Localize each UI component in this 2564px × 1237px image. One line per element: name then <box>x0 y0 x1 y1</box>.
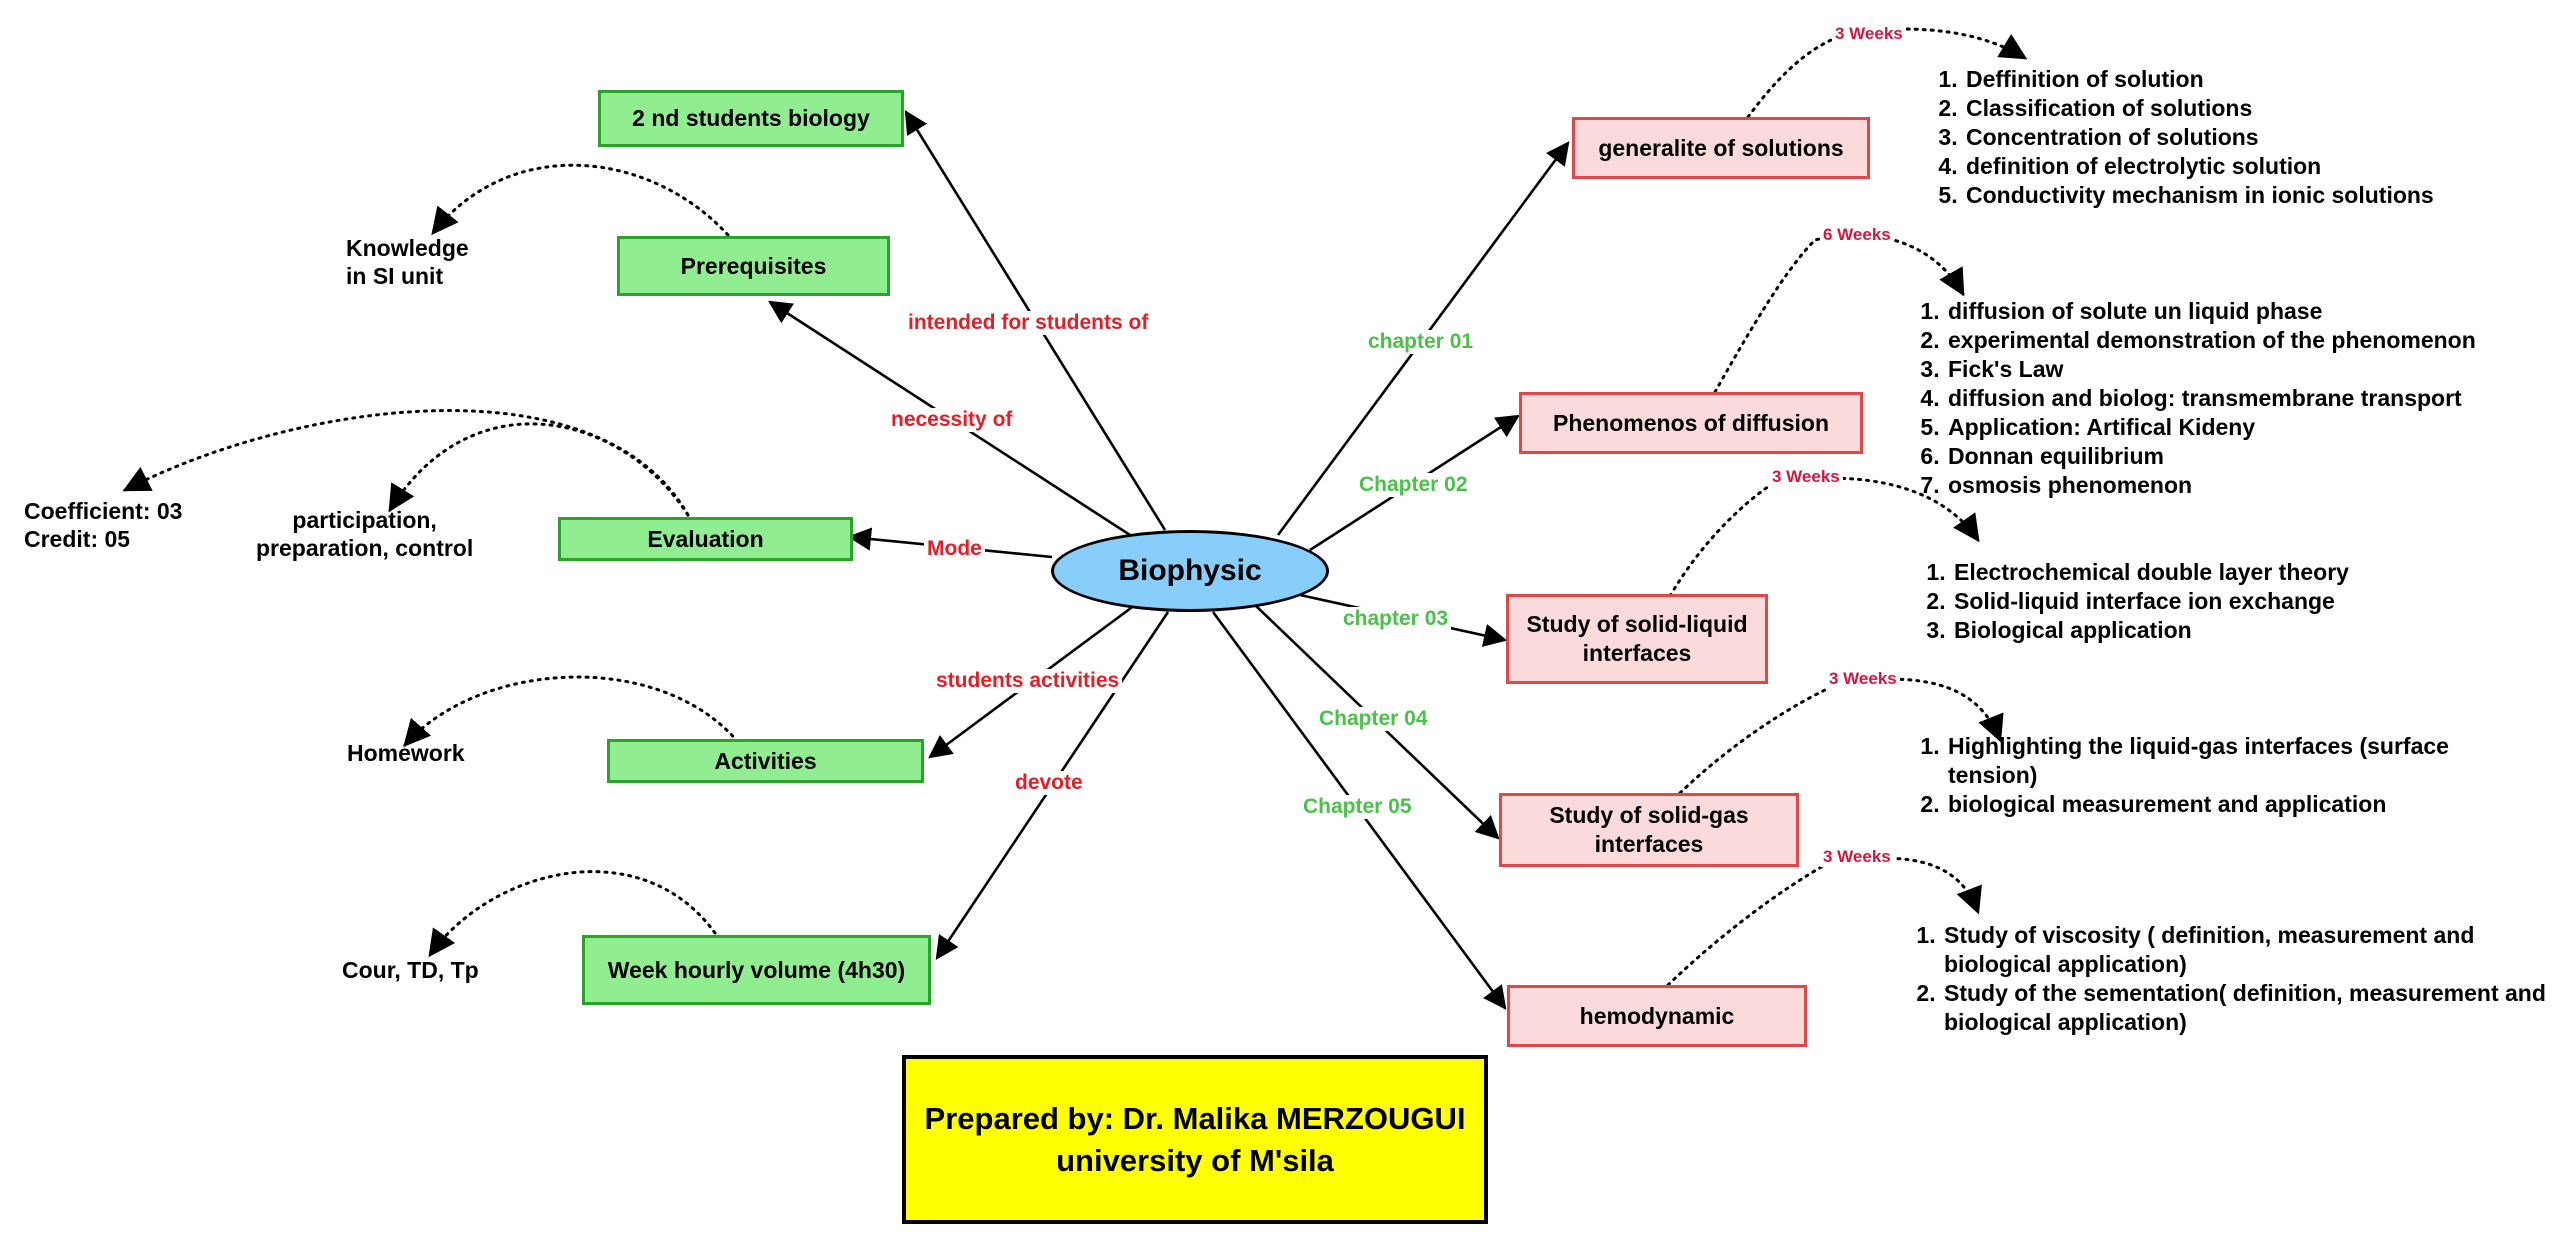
box-line: Study of solid-liquid <box>1526 611 1748 638</box>
author-line: Prepared by: Dr. Malika MERZOUGUI <box>924 1100 1466 1136</box>
edge-label-devote: devote <box>1012 771 1086 795</box>
list-item: Biological application <box>1952 616 2349 645</box>
edge-label-chapter-01: chapter 01 <box>1365 330 1477 354</box>
list-item: Study of viscosity ( definition, measure… <box>1942 921 2564 979</box>
dotted-arrows <box>122 27 2028 987</box>
university-line: university of M'sila <box>1056 1142 1334 1178</box>
list-item: Donnan equilibrium <box>1946 442 2476 471</box>
list-item: Fick's Law <box>1946 355 2476 384</box>
edge-label-chapter-03: chapter 03 <box>1340 607 1452 631</box>
dotted-hours-leaf <box>428 870 717 958</box>
dotted-prereq-leaf <box>431 163 730 237</box>
chapter-01-items: Deffinition of solution Classification o… <box>1926 65 2434 210</box>
weeks-label-ch5: 3 Weeks <box>1820 847 1894 867</box>
activities-leaf: Homework <box>347 740 465 766</box>
box-line: interfaces <box>1594 831 1704 857</box>
list-item: Highlighting the liquid-gas interfaces (… <box>1946 732 2518 790</box>
dotted-ch3 <box>1668 476 1980 598</box>
leaf-line: in SI unit <box>346 263 444 289</box>
hours-box: Week hourly volume (4h30) <box>582 935 931 1005</box>
chapter-03-items: Electrochemical double layer theory Soli… <box>1914 558 2349 645</box>
edge-label-chapter-05: Chapter 05 <box>1300 795 1415 819</box>
eval-leaf-b: Coefficient: 03 Credit: 05 <box>24 497 182 553</box>
list-item: Deffinition of solution <box>1964 65 2434 94</box>
leaf-line: Credit: 05 <box>24 526 131 552</box>
central-topic: Biophysic <box>1051 530 1329 612</box>
leaf-line: Knowledge <box>346 235 469 261</box>
weeks-label-ch2: 6 Weeks <box>1820 225 1894 245</box>
list-item: Conductivity mechanism in ionic solution… <box>1964 181 2434 210</box>
chapter-04-box: Study of solid-gas interfaces <box>1499 793 1799 867</box>
list-item: Study of the sementation( definition, me… <box>1942 979 2564 1037</box>
chapter-02-items: diffusion of solute un liquid phase expe… <box>1908 297 2476 500</box>
hours-leaf: Cour, TD, Tp <box>342 957 479 983</box>
list-item: experimental demonstration of the phenom… <box>1946 326 2476 355</box>
list-item: Concentration of solutions <box>1964 123 2434 152</box>
list-item: Classification of solutions <box>1964 94 2434 123</box>
edge-label-mode: Mode <box>924 537 985 561</box>
chapter-04-items: Highlighting the liquid-gas interfaces (… <box>1908 732 2518 819</box>
chapter-05-items: Study of viscosity ( definition, measure… <box>1904 921 2564 1037</box>
chapter-02-box: Phenomenos of diffusion <box>1519 392 1863 454</box>
list-item: biological measurement and application <box>1946 790 2518 819</box>
author-box: Prepared by: Dr. Malika MERZOUGUI univer… <box>902 1055 1488 1224</box>
edge-label-intended: intended for students of <box>905 311 1152 335</box>
dotted-activities-leaf <box>403 675 740 748</box>
list-item: Electrochemical double layer theory <box>1952 558 2349 587</box>
dotted-eval-leaf-b <box>122 409 690 517</box>
list-item: diffusion of solute un liquid phase <box>1946 297 2476 326</box>
leaf-line: Coefficient: 03 <box>24 498 183 524</box>
weeks-label-ch1: 3 Weeks <box>1832 24 1906 44</box>
list-item: diffusion and biolog: transmembrane tran… <box>1946 384 2476 413</box>
activities-box: Activities <box>607 739 924 783</box>
list-item: definition of electrolytic solution <box>1964 152 2434 181</box>
dotted-ch5 <box>1666 856 1982 987</box>
chapter-01-box: generalite of solutions <box>1572 117 1870 179</box>
chapter-05-box: hemodynamic <box>1507 985 1807 1047</box>
dotted-eval-leaf-a <box>388 422 690 517</box>
prereq-leaf: Knowledge in SI unit <box>346 234 469 290</box>
chapter-03-box: Study of solid-liquid interfaces <box>1506 594 1768 684</box>
list-item: Application: Artifical Kideny <box>1946 413 2476 442</box>
box-line: interfaces <box>1582 640 1692 666</box>
edge-label-chapter-02: Chapter 02 <box>1356 473 1471 497</box>
list-item: osmosis phenomenon <box>1946 471 2476 500</box>
eval-leaf-a: participation, preparation, control <box>256 506 473 562</box>
evaluation-box: Evaluation <box>558 517 853 561</box>
dotted-ch2 <box>1713 233 1965 394</box>
weeks-label-ch3: 3 Weeks <box>1769 467 1843 487</box>
box-line: Study of solid-gas <box>1549 802 1749 829</box>
prerequisites-box: Prerequisites <box>617 236 890 296</box>
students-box: 2 nd students biology <box>598 90 904 147</box>
list-item: Solid-liquid interface ion exchange <box>1952 587 2349 616</box>
edge-label-necessity: necessity of <box>888 408 1016 432</box>
leaf-line: preparation, control <box>256 535 474 561</box>
edge-label-chapter-04: Chapter 04 <box>1316 707 1431 731</box>
edge-label-activities: students activities <box>933 669 1123 693</box>
leaf-line: participation, <box>292 507 437 533</box>
weeks-label-ch4: 3 Weeks <box>1826 669 1900 689</box>
